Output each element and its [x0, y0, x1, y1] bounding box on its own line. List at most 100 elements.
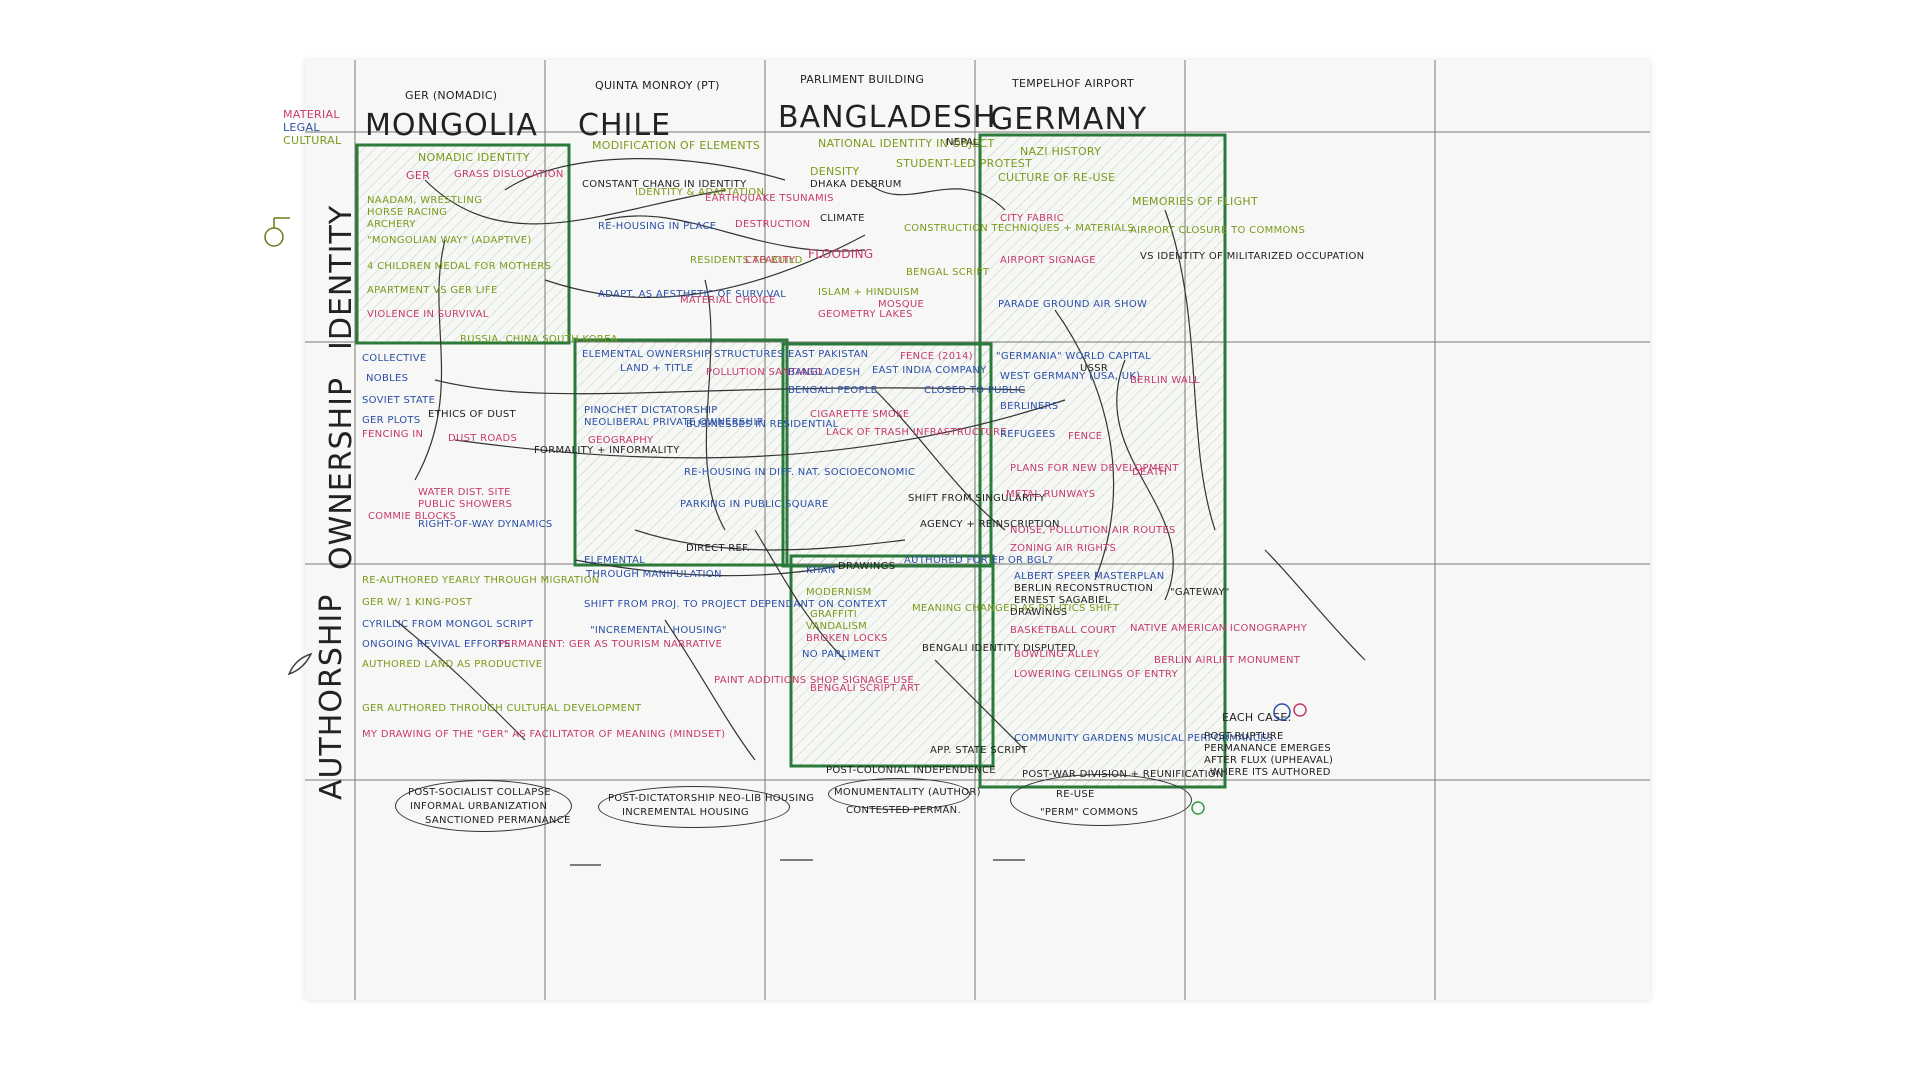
note: PLANS FOR NEW DEVELOPMENT — [1010, 463, 1179, 474]
legend-material: MATERIAL — [283, 108, 340, 121]
note: MEANING CHANGED AS POLITICS SHIFT — [912, 603, 1120, 614]
bottom-note: POST-SOCIALIST COLLAPSE — [408, 787, 551, 798]
region-mongolia-identity — [355, 143, 571, 345]
note: USSR — [1080, 363, 1109, 374]
note: BERLIN WALL — [1130, 375, 1200, 386]
note: NEPAL — [946, 137, 980, 148]
note: EARTHQUAKE TSUNAMIS — [705, 193, 834, 204]
region-chile-ownership — [573, 338, 789, 567]
note: REFUGEES — [1000, 429, 1056, 440]
bottom-note: "PERM" COMMONS — [1040, 807, 1139, 818]
column-header-chile: CHILE — [578, 108, 672, 143]
key-sketch-icon — [264, 217, 290, 247]
note: GRAFFITI — [810, 609, 858, 620]
note: AIRPORT SIGNAGE — [1000, 255, 1096, 266]
note: EAST INDIA COMPANY — [872, 365, 987, 376]
note: BERLINERS — [1000, 401, 1059, 412]
each-case-title: EACH CASE: — [1222, 711, 1292, 724]
note: CAPACITY — [745, 255, 796, 266]
note: ISLAM + HINDUISM — [818, 287, 919, 298]
note: MOSQUE — [878, 299, 925, 310]
note: FENCE (2014) — [900, 351, 973, 362]
bottom-note: INFORMAL URBANIZATION — [410, 801, 548, 812]
note: "GERMANIA" WORLD CAPITAL — [996, 351, 1152, 362]
note: FENCE — [1068, 431, 1103, 442]
note: ELEMENTAL — [584, 555, 646, 566]
note: COLLECTIVE — [362, 353, 427, 364]
note: MEMORIES OF FLIGHT — [1132, 195, 1259, 208]
row-header-ownership: OWNERSHIP — [324, 376, 359, 570]
note: MODIFICATION OF ELEMENTS — [592, 139, 761, 152]
note: DEATH — [1132, 467, 1168, 478]
note: CONSTRUCTION TECHNIQUES + MATERIALS — [904, 223, 1134, 234]
column-header-bangladesh: BANGLADESH — [778, 100, 997, 135]
note: LOWERING CEILINGS OF ENTRY — [1014, 669, 1179, 680]
note: STUDENT-LED PROTEST — [896, 157, 1033, 170]
note: GER — [406, 169, 431, 182]
note: PARKING IN PUBLIC SQUARE — [680, 499, 829, 510]
each-case-line: AFTER FLUX (UPHEAVAL) — [1204, 755, 1334, 766]
caption-chile: QUINTA MONROY (PT) — [595, 79, 720, 92]
caption-germany: TEMPELHOF AIRPORT — [1012, 77, 1134, 90]
note: POLLUTION SANTIAGO — [706, 367, 824, 378]
note: BROKEN LOCKS — [806, 633, 888, 644]
bottom-note: INCREMENTAL HOUSING — [622, 807, 749, 818]
note: DRAWINGS — [838, 561, 896, 572]
note: CULTURE OF RE-USE — [998, 171, 1116, 184]
note: BENGALI IDENTITY DISPUTED — [922, 643, 1076, 654]
note: HORSE RACING — [367, 207, 448, 218]
note: AGENCY + REINSCRIPTION — [920, 519, 1060, 530]
connector-lines — [394, 158, 1366, 761]
note: RESIDENTS TO BUILD — [690, 255, 803, 266]
bottom-oval-germany — [1010, 774, 1192, 826]
bottom-note: POST-DICTATORSHIP NEO-LIB HOUSING — [608, 793, 815, 804]
region-germany — [978, 133, 1227, 789]
legend: MATERIAL LEGAL CULTURAL — [283, 108, 341, 148]
note: ALBERT SPEER MASTERPLAN — [1014, 571, 1165, 582]
feather-sketch-icon — [287, 652, 313, 676]
note: "INCREMENTAL HOUSING" — [590, 625, 727, 636]
note: 4 CHILDREN MEDAL FOR MOTHERS — [367, 261, 552, 272]
note: PAINT ADDITIONS SHOP SIGNAGE USE — [714, 675, 915, 686]
note: ELEMENTAL OWNERSHIP STRUCTURES — [582, 349, 784, 360]
note: CYRILLIC FROM MONGOL SCRIPT — [362, 619, 534, 630]
note: SOVIET STATE — [362, 395, 436, 406]
note: THROUGH MANIPULATION — [586, 569, 722, 580]
note: ADAPT. AS AESTHETIC OF SURVIVAL — [598, 289, 787, 300]
note: GEOGRAPHY — [588, 435, 654, 446]
note: ZONING AIR RIGHTS — [1010, 543, 1117, 554]
bottom-note: RE-USE — [1056, 789, 1095, 800]
note: BENGAL SCRIPT — [906, 267, 990, 278]
bottom-oval-bangladesh — [828, 778, 970, 810]
note: GER W/ 1 KING-POST — [362, 597, 473, 608]
note: DESTRUCTION — [735, 219, 811, 230]
each-case-line: WHERE ITS AUTHORED — [1210, 767, 1331, 778]
caption-bangladesh: PARLIMENT BUILDING — [800, 73, 925, 86]
note: AIRPORT CLOSURE TO COMMONS — [1130, 225, 1306, 236]
note: BERLIN RECONSTRUCTION — [1014, 583, 1154, 594]
hatched-regions — [355, 133, 1227, 789]
note: NOBLES — [366, 373, 409, 384]
note: APP. STATE SCRIPT — [930, 745, 1028, 756]
note: MODERNISM — [806, 587, 872, 598]
note: FENCING IN — [362, 429, 424, 440]
note: CONSTANT CHANG IN IDENTITY — [582, 179, 747, 190]
note: MY DRAWING OF THE "GER" AS FACILITATOR O… — [362, 729, 726, 740]
caption-mongolia: GER (NOMADIC) — [405, 89, 498, 102]
note: LAND + TITLE — [620, 363, 694, 374]
column-header-mongolia: MONGOLIA — [365, 108, 538, 143]
note: PINOCHET DICTATORSHIP — [584, 405, 718, 416]
note: "MONGOLIAN WAY" (ADAPTIVE) — [367, 235, 532, 246]
note: AUTHORED LAND AS PRODUCTIVE — [362, 659, 543, 670]
note: AUTHORED FOR EP OR BGL? — [904, 555, 1054, 566]
bottom-oval-mongolia — [395, 780, 572, 832]
note: DHAKA DELBRUM — [810, 179, 902, 190]
note: ARCHERY — [367, 219, 416, 230]
note: NAADAM, WRESTLING — [367, 195, 483, 206]
note: CIGARETTE SMOKE — [810, 409, 910, 420]
note: ETHICS OF DUST — [428, 409, 516, 420]
note: KHAN — [806, 565, 836, 576]
note: COMMUNITY GARDENS MUSICAL PERFORMANCES — [1014, 733, 1274, 744]
note: NAZI HISTORY — [1020, 145, 1102, 158]
note: NATIVE AMERICAN ICONOGRAPHY — [1130, 623, 1308, 634]
